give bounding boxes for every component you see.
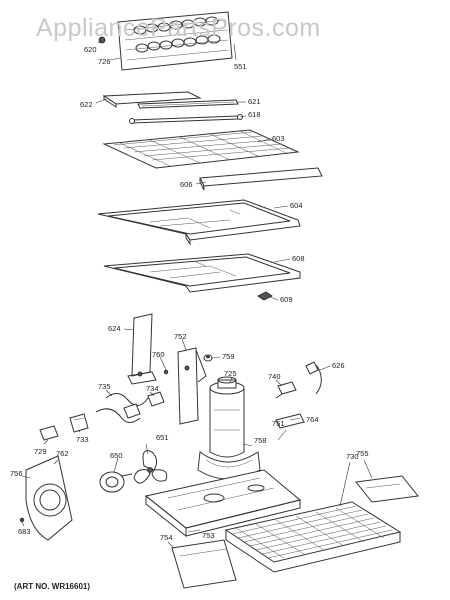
callout-762: 762	[56, 449, 69, 458]
callout-551: 551	[234, 62, 247, 71]
callout-755-right: 755	[356, 449, 369, 458]
drip-pan	[97, 199, 301, 246]
shelf-grille	[102, 129, 300, 169]
leader-lines	[21, 39, 373, 549]
screw-683	[19, 517, 25, 523]
condenser-coil	[224, 501, 402, 573]
callout-752: 752	[174, 332, 187, 341]
compressor-bracket	[177, 347, 207, 425]
callout-730: 730	[346, 452, 359, 461]
callout-624: 624	[108, 324, 121, 333]
duct-cover	[102, 91, 202, 108]
compressor	[197, 376, 261, 480]
access-cover	[355, 475, 419, 503]
callout-620: 620	[84, 45, 97, 54]
bottom-panel	[171, 539, 237, 589]
wiring-harness	[95, 391, 165, 423]
watermark: AppliancePartsPros.com	[36, 14, 321, 42]
callout-650: 650	[110, 451, 123, 460]
callout-756: 756	[10, 469, 23, 478]
heater-rod	[129, 114, 243, 124]
fan-blade	[133, 450, 168, 484]
callout-651: 651	[156, 433, 169, 442]
callout-759: 759	[222, 352, 235, 361]
callout-760: 760	[152, 350, 165, 359]
callout-758: 758	[254, 436, 267, 445]
callout-618: 618	[248, 110, 261, 119]
base-pan	[144, 469, 302, 538]
callout-754: 754	[160, 533, 173, 542]
callout-729: 729	[34, 447, 47, 456]
callout-622: 622	[80, 100, 93, 109]
callout-733: 733	[76, 435, 89, 444]
callout-606: 606	[180, 180, 193, 189]
callout-604: 604	[290, 201, 303, 210]
coil-assembly	[117, 11, 233, 71]
label-764	[275, 413, 305, 429]
shelf-rail	[137, 99, 239, 109]
thermostat-626	[305, 361, 322, 395]
callout-726: 726	[98, 57, 111, 66]
clip-740	[275, 381, 297, 399]
callout-740: 740	[268, 372, 281, 381]
callout-626: 626	[332, 361, 345, 370]
terminal-729	[39, 425, 59, 441]
clip-609	[257, 291, 273, 301]
callout-608: 608	[292, 254, 305, 263]
callout-603: 603	[272, 134, 285, 143]
capacitor-733	[69, 413, 89, 433]
callout-621: 621	[248, 97, 261, 106]
callout-753: 753	[202, 531, 215, 540]
evaporator-tray	[103, 253, 301, 293]
trim-strip	[199, 167, 323, 191]
mounting-strap	[127, 313, 157, 385]
callout-764: 764	[306, 415, 319, 424]
callout-labels: 620 726 551 622 621 618 603 606 604 608 …	[10, 45, 369, 542]
callout-751: 751	[272, 419, 285, 428]
callout-683: 683	[18, 527, 31, 536]
screw-760	[163, 369, 169, 375]
art-number: (ART NO. WR16601)	[14, 582, 90, 591]
fan-motor	[99, 471, 133, 493]
callout-734: 734	[146, 384, 159, 393]
grommet-759	[203, 354, 213, 362]
callout-725: 725	[224, 369, 237, 378]
callout-609: 609	[280, 295, 293, 304]
callout-735: 735	[98, 382, 111, 391]
fan-shroud	[25, 455, 73, 541]
